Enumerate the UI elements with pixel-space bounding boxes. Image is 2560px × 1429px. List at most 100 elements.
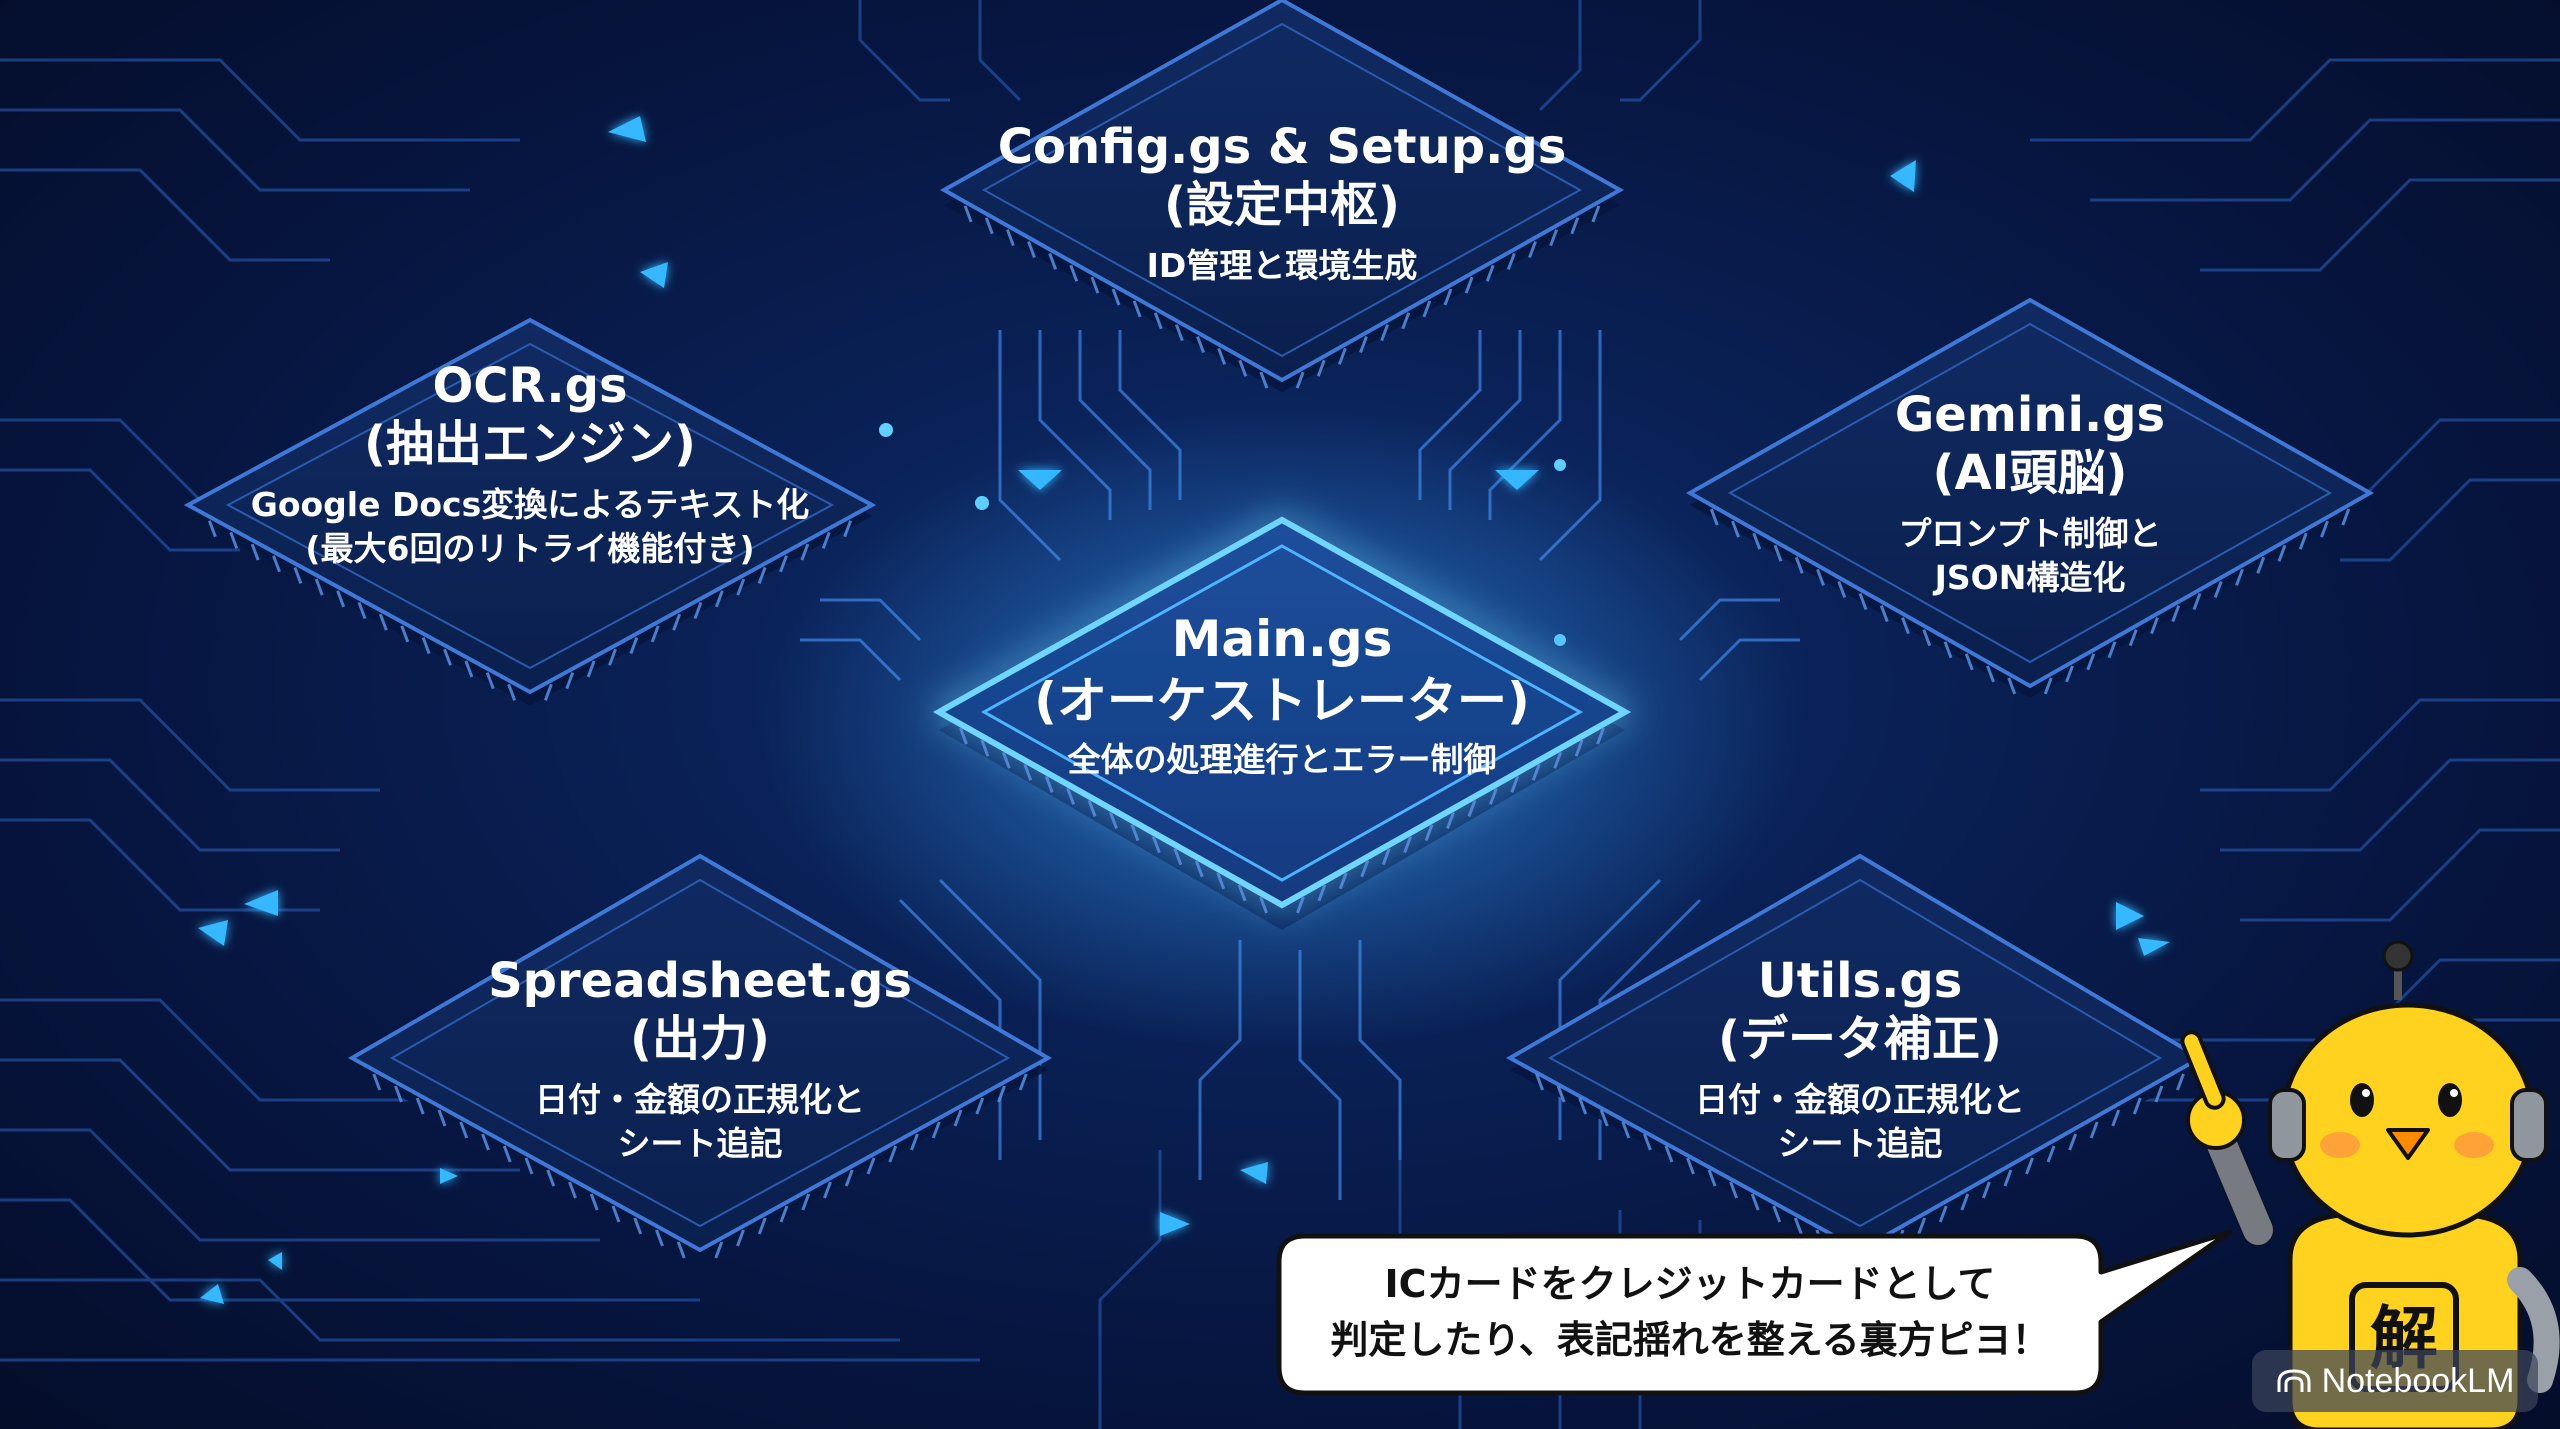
chip-pin [1238,359,1248,377]
chip-pin [1069,264,1079,282]
chip-pin [1153,312,1163,330]
chip-pin [1917,1217,1927,1235]
spreadsheet-chip-label: Spreadsheet.gs (出力) 日付・金額の正規化と シート追記 [430,952,970,1166]
chip-pin [1943,641,1953,659]
arrow-w-2 [198,920,228,946]
chip-pin [608,648,617,666]
chip-pin [866,1157,876,1175]
chip-pin [2068,1133,2078,1151]
chip-pin [2086,653,2096,671]
chip-pin [676,1241,686,1259]
chip-pin [502,1145,512,1163]
chip-pin [586,660,596,678]
chip-pin [1574,739,1584,757]
spreadsheet-chip-shape [347,853,1053,1262]
ocr-chip-shape [183,317,877,706]
chip-pin [336,590,346,608]
chip-pin [2007,677,2017,695]
chip-pin [1858,592,1868,611]
chip-pin [1750,1193,1760,1211]
chip-pin [1296,896,1305,914]
arrow-sw-2 [200,1284,224,1304]
chip-pin [1922,629,1932,647]
notebooklm-logo-icon [2277,1369,2311,1392]
chip-pin [1816,568,1825,586]
chip-pin [2192,592,2202,611]
arrow-e-1 [2116,902,2144,930]
chip-pin [1986,665,1995,683]
chip-pin [2132,1097,2142,1115]
chip-pin [1731,520,1740,538]
chip-pin [1793,1217,1803,1235]
spreadsheet-title: Spreadsheet.gs [488,953,912,1009]
chip-pin [1295,371,1305,389]
chip-pin [1596,727,1605,745]
gemini-desc-line2: JSON構造化 [1934,558,2126,597]
ocr-chip-label: OCR.gs (抽出エンジン) Google Docs変換によるテキスト化 (最… [230,357,830,571]
chip-pin [1217,347,1227,365]
speech-bubble-shape [1276,1229,2233,1396]
chip-pin [1443,288,1453,306]
chip-pin [1259,896,1268,914]
chip-pin [843,520,853,538]
chip-pin [1621,1121,1631,1139]
gemini-title: Gemini.gs [1894,387,2166,443]
chip-pin [2256,556,2266,574]
chip-pin [633,1217,643,1235]
chip-pin [2213,580,2223,598]
arrow-nw-2 [640,262,668,288]
chip-pin [2171,605,2181,623]
chip-pin [779,555,788,573]
chip-pin [910,1133,919,1151]
chip-pin [2043,677,2053,695]
chip-pin [372,1073,382,1091]
chip-pin [1316,359,1326,377]
chip-pin [293,566,303,584]
chip-pin [1794,556,1804,574]
chip-pin [1066,787,1076,805]
chip-pin [1464,276,1474,294]
utils-subtitle: (データ補正) [1718,1011,2002,1067]
chip-pin [2046,1145,2056,1163]
utils-desc-line2: シート追記 [1777,1124,1943,1163]
chip-pin [357,601,367,620]
chip-pin [1556,1085,1566,1103]
spreadsheet-desc-line1: 日付・金額の正規化と [535,1080,865,1119]
chip-pin [757,566,767,584]
chip-pin [507,683,517,701]
arrow-ne-1 [1890,160,1916,192]
chip-pin [524,1157,534,1175]
chip-pin [1707,1169,1717,1187]
chip-pin [888,1145,898,1163]
chip-pin [1130,824,1140,842]
chip-pins [207,205,2351,1259]
chip-pin [272,555,281,573]
chip-pin [464,660,474,678]
chip-pin [736,578,746,596]
chip-pin [2111,1109,2121,1127]
chip-pin [1901,617,1910,635]
chip-pin [693,601,703,620]
chip-pin [1381,848,1391,866]
chip-pin [1337,347,1347,365]
chip-pin [1599,1109,1609,1127]
main-subtitle: (オーケストレーター) [1034,672,1530,730]
chip-pin [546,1169,556,1187]
chip-pin [1109,811,1118,830]
chip-pin [1237,884,1247,902]
chip-pin [2089,1121,2099,1139]
chip-pin [1591,205,1601,223]
arrow-e-3 [1160,1212,1190,1236]
chip-pin [611,1205,621,1223]
chip-pin [1194,860,1204,878]
chip-pin [1173,848,1183,866]
chip-pin [207,520,217,538]
chip-pin [1174,324,1184,342]
chip-pin [229,531,239,549]
chip-pin [394,1085,403,1103]
chip-pin [1044,775,1054,793]
utils-chip-label: Utils.gs (データ補正) 日付・金額の正規化と シート追記 [1590,952,2130,1166]
chip-pin [400,625,410,643]
config-title: Config.gs & Setup.gs [997,119,1567,175]
